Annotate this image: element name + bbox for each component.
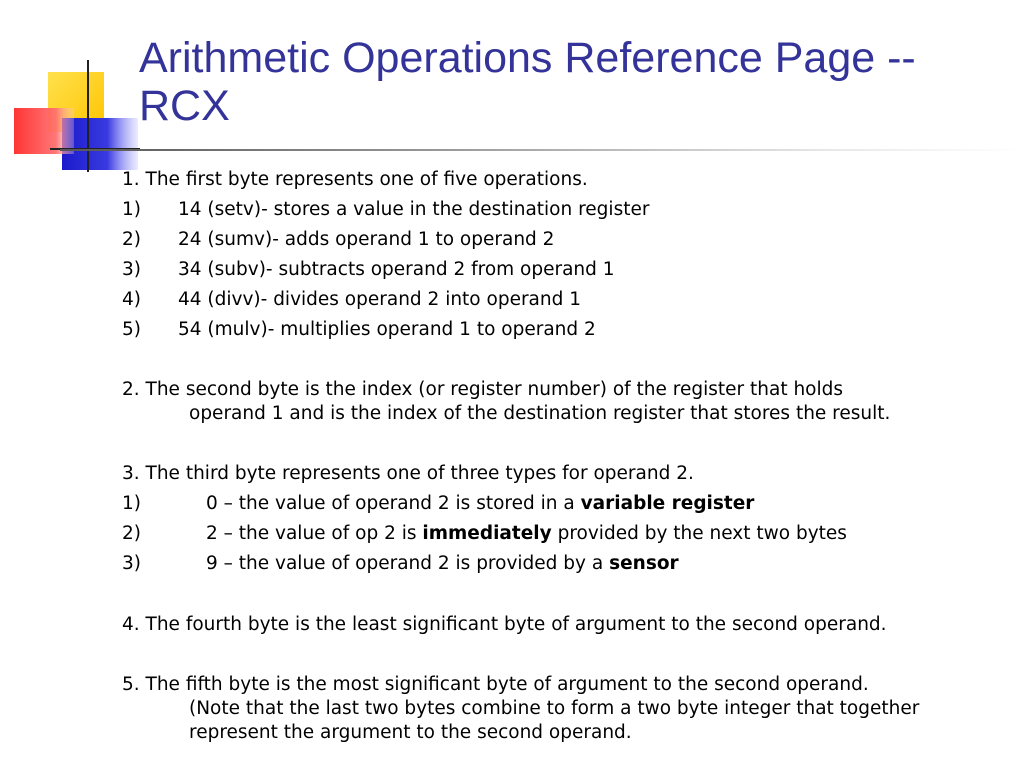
section-3-item-3: 9 – the value of operand 2 is provided b…: [206, 553, 679, 575]
section-1-item-1-number: 1): [122, 199, 141, 220]
item-text-end: provided by the next two bytes: [551, 523, 847, 544]
section-3-item-2: 2 – the value of op 2 is immediately pro…: [206, 523, 847, 545]
item-text: 9 – the value of operand 2 is provided b…: [206, 553, 610, 574]
item-emphasis: variable register: [580, 493, 755, 514]
section-1-item-3: 34 (subv)- subtracts operand 2 from oper…: [178, 259, 615, 280]
section-3-heading: 3. The third byte represents one of thre…: [122, 463, 694, 484]
section-1-item-2: 24 (sumv)- adds operand 1 to operand 2: [178, 229, 555, 250]
section-3-item-3-number: 3): [122, 553, 141, 574]
title-divider: [60, 149, 1024, 151]
item-emphasis: sensor: [609, 553, 679, 574]
section-1-heading: 1. The first byte represents one of five…: [122, 169, 588, 190]
section-1-item-3-number: 3): [122, 259, 141, 280]
section-4-heading: 4. The fourth byte is the least signific…: [122, 614, 887, 635]
slide-title: Arithmetic Operations Reference Page -- …: [139, 34, 916, 130]
decoration-red-square: [14, 108, 74, 154]
section-5-heading: 5. The fifth byte is the most significan…: [122, 674, 869, 695]
section-5-continuation-2: represent the argument to the second ope…: [189, 722, 632, 743]
item-text: 0 – the value of operand 2 is stored in …: [206, 493, 581, 514]
item-emphasis: immediately: [422, 523, 552, 544]
section-1-item-2-number: 2): [122, 229, 141, 250]
section-2-continuation: operand 1 and is the index of the destin…: [189, 403, 891, 424]
section-2-heading: 2. The second byte is the index (or regi…: [122, 379, 844, 400]
section-1-item-5-number: 5): [122, 319, 141, 340]
section-3-item-1-number: 1): [122, 493, 141, 514]
section-5-continuation: (Note that the last two bytes combine to…: [189, 698, 920, 719]
item-text: 2 – the value of op 2 is: [206, 523, 423, 544]
section-1-item-5: 54 (mulv)- multiplies operand 1 to opera…: [178, 319, 596, 340]
section-3-item-1: 0 – the value of operand 2 is stored in …: [206, 493, 754, 515]
section-1-item-4: 44 (divv)- divides operand 2 into operan…: [178, 289, 582, 310]
section-3-item-2-number: 2): [122, 523, 141, 544]
section-1-item-4-number: 4): [122, 289, 141, 310]
decoration-blue-square: [62, 118, 138, 170]
section-1-item-1: 14 (setv)- stores a value in the destina…: [178, 199, 650, 220]
